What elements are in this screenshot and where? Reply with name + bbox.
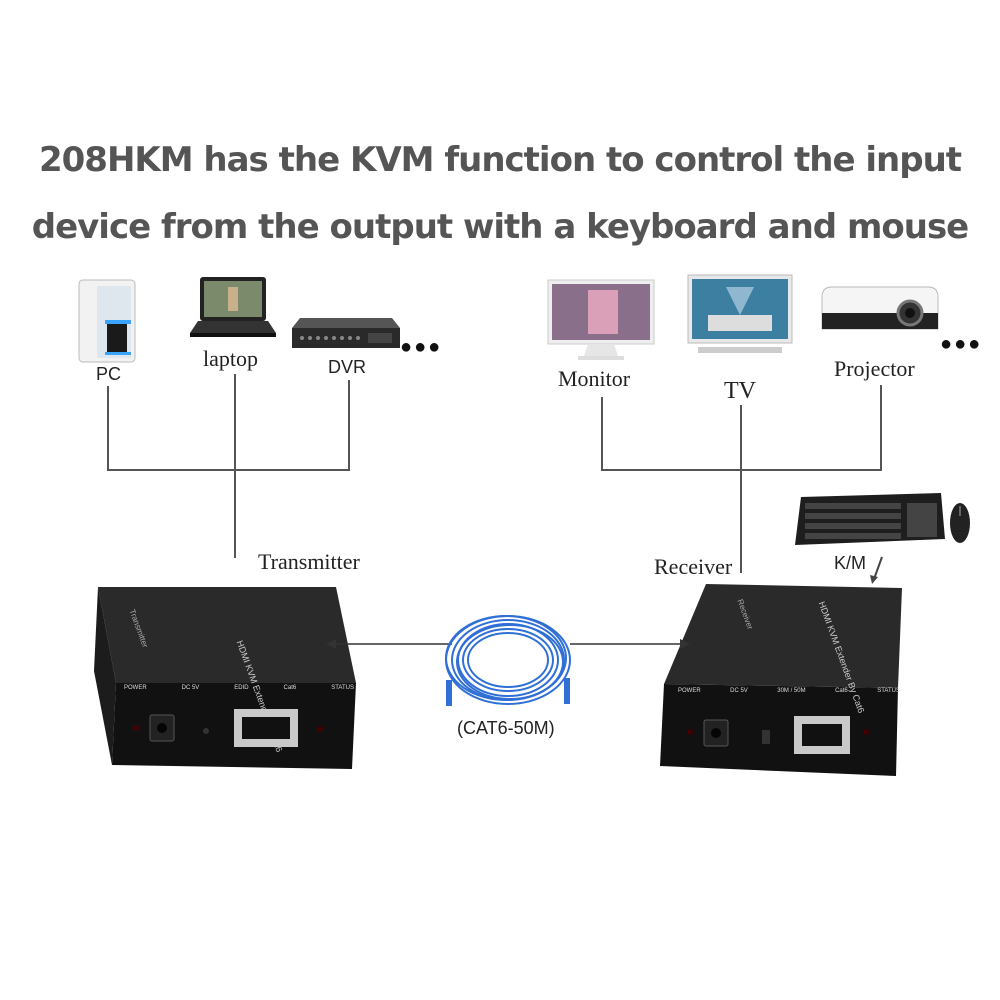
monitor-icon xyxy=(547,279,655,360)
cable-arrow-right xyxy=(570,639,690,649)
projector-icon xyxy=(821,286,939,330)
dvr-label: DVR xyxy=(328,357,367,377)
projector-connector-line xyxy=(880,385,882,470)
transmitter-unit: HDMI KVM Extender By Cat6 Transmitter PO… xyxy=(94,583,356,775)
sources-more-dots: ●●● xyxy=(400,336,443,358)
network-cable-icon xyxy=(445,615,571,706)
dvr-icon xyxy=(292,318,400,348)
dvr-connector-line xyxy=(348,380,350,470)
port-label: POWER xyxy=(678,688,701,694)
port-label: STATUS xyxy=(877,688,900,694)
receiver-port-labels: POWER DC 5V 30M / 50M Cat6 STATUS xyxy=(678,688,900,694)
port-label: 30M / 50M xyxy=(777,688,806,694)
transmitter-label: Transmitter xyxy=(258,549,360,574)
source-bus-line xyxy=(107,469,350,471)
laptop-label: laptop xyxy=(203,346,258,371)
transmitter-port-labels: POWER DC 5V EDID Cat6 STATUS xyxy=(124,685,354,691)
title-line-1: 208HKM has the KVM function to control t… xyxy=(38,140,962,180)
receiver-label: Receiver xyxy=(654,554,733,579)
cable-label: (CAT6-50M) xyxy=(457,718,555,738)
laptop-connector-line xyxy=(234,374,236,558)
port-label: Cat6 xyxy=(283,685,297,691)
port-label: Cat6 xyxy=(835,688,848,694)
tv-connector-line xyxy=(740,405,742,573)
tv-label: TV xyxy=(724,378,756,404)
mouse-icon xyxy=(950,503,970,543)
pc-connector-line xyxy=(107,386,109,470)
monitor-connector-line xyxy=(601,397,603,470)
pc-label: PC xyxy=(96,364,122,384)
tv-icon xyxy=(687,274,793,353)
receiver-unit: HDMI KVM Extender By Cat6 Receiver POWER… xyxy=(658,580,908,776)
title-line-2: device from the output with a keyboard a… xyxy=(31,207,970,247)
displays-more-dots: ●●● xyxy=(940,333,983,355)
port-label: EDID xyxy=(234,685,249,691)
laptop-icon xyxy=(190,277,276,337)
km-label: K/M xyxy=(834,553,867,573)
port-label: DC 5V xyxy=(730,688,748,694)
projector-label: Projector xyxy=(834,356,915,381)
port-label: STATUS xyxy=(331,685,354,691)
port-label: POWER xyxy=(124,685,147,691)
cable-arrow-left xyxy=(326,639,452,649)
keyboard-icon xyxy=(795,493,945,545)
pc-tower-icon xyxy=(78,279,136,363)
km-arrow xyxy=(870,556,883,584)
monitor-label: Monitor xyxy=(558,366,631,391)
port-label: DC 5V xyxy=(181,685,200,691)
